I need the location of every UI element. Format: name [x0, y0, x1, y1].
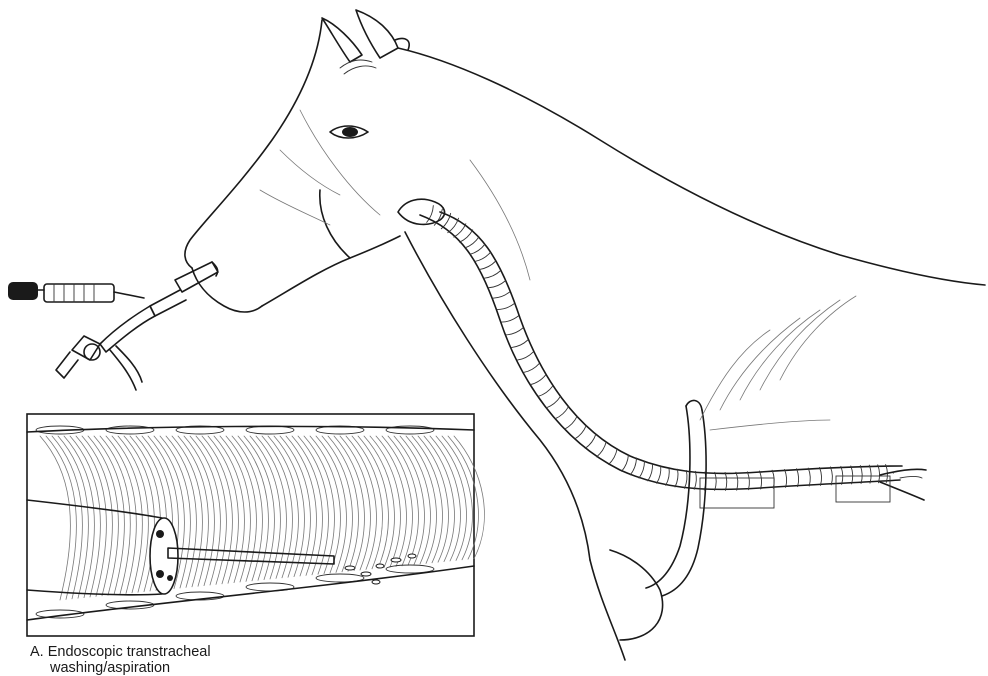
trachea-ring	[489, 281, 506, 288]
caption-line-1: A. Endoscopic transtracheal	[30, 644, 370, 660]
trachea-ring	[797, 469, 799, 487]
trachea-ring	[555, 407, 568, 419]
scapula	[610, 400, 706, 640]
trachea-ring	[675, 469, 678, 487]
trachea-ring	[493, 292, 510, 298]
trachea-ring	[454, 224, 466, 237]
trachea-ring	[666, 468, 670, 486]
endoscope	[56, 262, 218, 390]
trachea-ring	[648, 464, 653, 481]
trachea-ring	[564, 416, 577, 429]
trachea-ring	[546, 397, 560, 408]
trachea-ring	[502, 316, 519, 322]
trachea-ring	[715, 472, 717, 490]
trachea-ring	[517, 352, 533, 360]
trachea-ring	[511, 340, 527, 348]
trachea-ring	[878, 465, 880, 483]
trachea-ring	[694, 471, 696, 489]
trachea-ring	[585, 434, 596, 448]
trachea-ring	[860, 466, 862, 484]
inset-cross-section	[27, 414, 484, 636]
trachea-ring	[497, 304, 514, 310]
trachea-ring	[657, 466, 661, 484]
trachea-ring	[747, 472, 749, 490]
trachea-ring	[538, 386, 553, 396]
syringe	[8, 282, 144, 302]
trachea-ring	[808, 468, 810, 486]
ribs	[700, 296, 856, 430]
trachea-ring	[574, 426, 586, 440]
trachea-ring	[830, 467, 832, 485]
trachea-ring	[851, 466, 853, 484]
figure-caption: A. Endoscopic transtracheal washing/aspi…	[30, 644, 370, 676]
trachea-ring	[820, 467, 822, 485]
trachea-ring	[736, 472, 738, 490]
trachea-ring	[630, 458, 636, 475]
trachea-ring	[609, 449, 617, 465]
trachea-ring	[622, 455, 629, 472]
trachea-ring	[597, 442, 607, 457]
trachea-ring	[639, 461, 644, 478]
caption-line-2: washing/aspiration	[30, 660, 370, 676]
larynx	[398, 199, 445, 224]
trachea-ring	[841, 466, 843, 484]
trachea-ring	[684, 470, 687, 488]
trachea-ring	[785, 469, 787, 487]
trachea-ring	[480, 261, 496, 269]
trachea-ring	[869, 465, 871, 483]
trachea-ring	[725, 472, 727, 490]
trachea-ring	[531, 375, 546, 385]
trachea-ring	[470, 244, 485, 254]
trachea-ring	[484, 271, 500, 279]
trachea-ring	[524, 364, 540, 373]
trachea-ring	[460, 230, 473, 242]
trachea	[420, 206, 902, 491]
trachea-ring	[506, 328, 523, 335]
trachea-ring	[465, 237, 479, 248]
trachea-ring	[475, 252, 490, 261]
trachea-ring	[759, 471, 761, 489]
